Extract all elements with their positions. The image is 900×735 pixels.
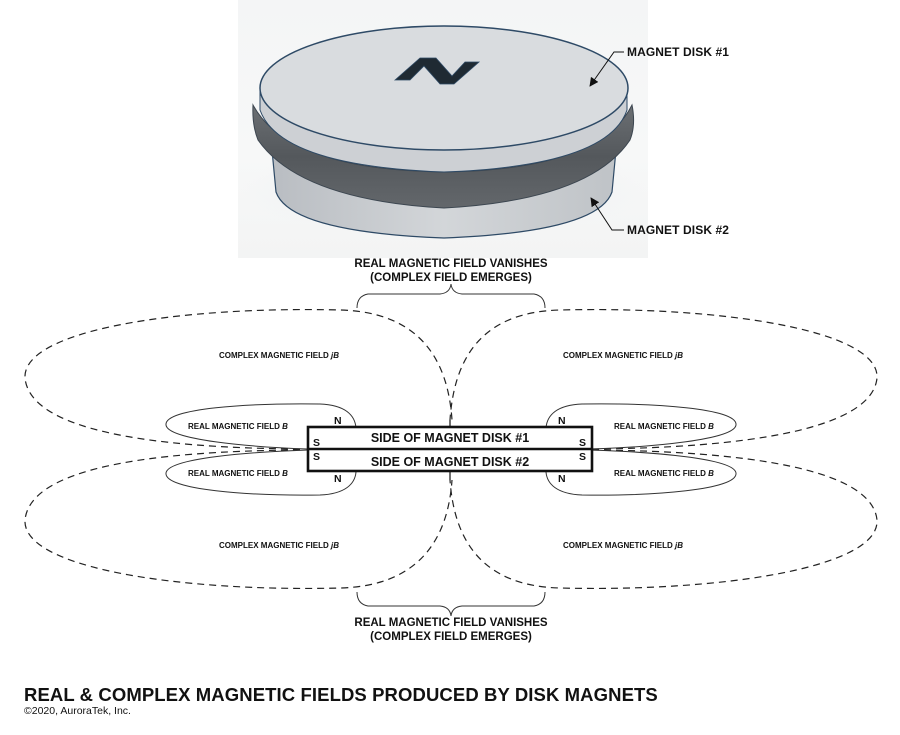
- magnet-disk-1-top: [259, 25, 629, 151]
- annotation-bottom-line1: REAL MAGNETIC FIELD VANISHES: [354, 617, 548, 629]
- figure-title: REAL & COMPLEX MAGNETIC FIELDS PRODUCED …: [24, 684, 658, 705]
- label-side-disk-1: SIDE OF MAGNET DISK #1: [370, 431, 530, 445]
- real-lobe-upper-right: [545, 403, 737, 450]
- annotation-top-line1: REAL MAGNETIC FIELD VANISHES: [354, 258, 548, 270]
- label-side-disk-2: SIDE OF MAGNET DISK #2: [370, 455, 530, 469]
- label-complex-field-lower-right: COMPLEX MAGNETIC FIELD jB: [563, 541, 683, 550]
- real-lobe-lower-left: [165, 449, 357, 496]
- callout-leader-disk-1: [589, 51, 624, 87]
- pole-n-bottom-left: N: [334, 473, 342, 485]
- pole-s-disk-1-left: S: [313, 437, 321, 449]
- real-lobe-lower-right: [545, 449, 737, 496]
- pole-s-disk-2-left: S: [313, 451, 321, 463]
- magnet-disk-illustration: [239, 25, 649, 239]
- complex-lobe-lower-left: [24, 449, 453, 589]
- pole-n-top-right: N: [558, 415, 566, 427]
- label-real-field-upper-left: REAL MAGNETIC FIELD B: [188, 422, 288, 431]
- magnet-side-view: [306, 425, 594, 473]
- complex-lobe-lower-right: [449, 449, 878, 589]
- annotation-bottom: REAL MAGNETIC FIELD VANISHES (COMPLEX FI…: [340, 616, 562, 644]
- callout-magnet-disk-1: MAGNET DISK #1: [627, 45, 730, 59]
- callout-leaders: [589, 51, 624, 231]
- copyright-notice: ©2020, AuroraTek, Inc.: [24, 705, 131, 717]
- brace-top: [356, 283, 546, 309]
- complex-lobe-upper-right: [449, 309, 878, 450]
- label-real-field-upper-right: REAL MAGNETIC FIELD B: [614, 422, 714, 431]
- label-complex-field-upper-left: COMPLEX MAGNETIC FIELD jB: [219, 351, 339, 360]
- complex-lobe-upper-left: [24, 309, 453, 450]
- north-marking-icon: [393, 57, 481, 85]
- pole-s-disk-1-right: S: [579, 437, 587, 449]
- pole-s-disk-2-right: S: [579, 451, 587, 463]
- pole-n-top-left: N: [334, 415, 342, 427]
- annotation-bottom-line2: (COMPLEX FIELD EMERGES): [370, 631, 532, 643]
- annotation-top-line2: (COMPLEX FIELD EMERGES): [370, 272, 532, 284]
- real-field-lobes: [165, 403, 737, 496]
- pole-n-bottom-right: N: [558, 473, 566, 485]
- label-real-field-lower-left: REAL MAGNETIC FIELD B: [188, 469, 288, 478]
- callout-magnet-disk-2: MAGNET DISK #2: [627, 223, 730, 237]
- label-complex-field-lower-left: COMPLEX MAGNETIC FIELD jB: [219, 541, 339, 550]
- label-complex-field-upper-right: COMPLEX MAGNETIC FIELD jB: [563, 351, 683, 360]
- complex-field-lobes: [24, 309, 878, 589]
- annotation-top: REAL MAGNETIC FIELD VANISHES (COMPLEX FI…: [340, 257, 562, 285]
- real-lobe-upper-left: [165, 403, 357, 450]
- callout-leader-disk-2: [590, 197, 624, 231]
- label-real-field-lower-right: REAL MAGNETIC FIELD B: [614, 469, 714, 478]
- brace-bottom: [356, 591, 546, 617]
